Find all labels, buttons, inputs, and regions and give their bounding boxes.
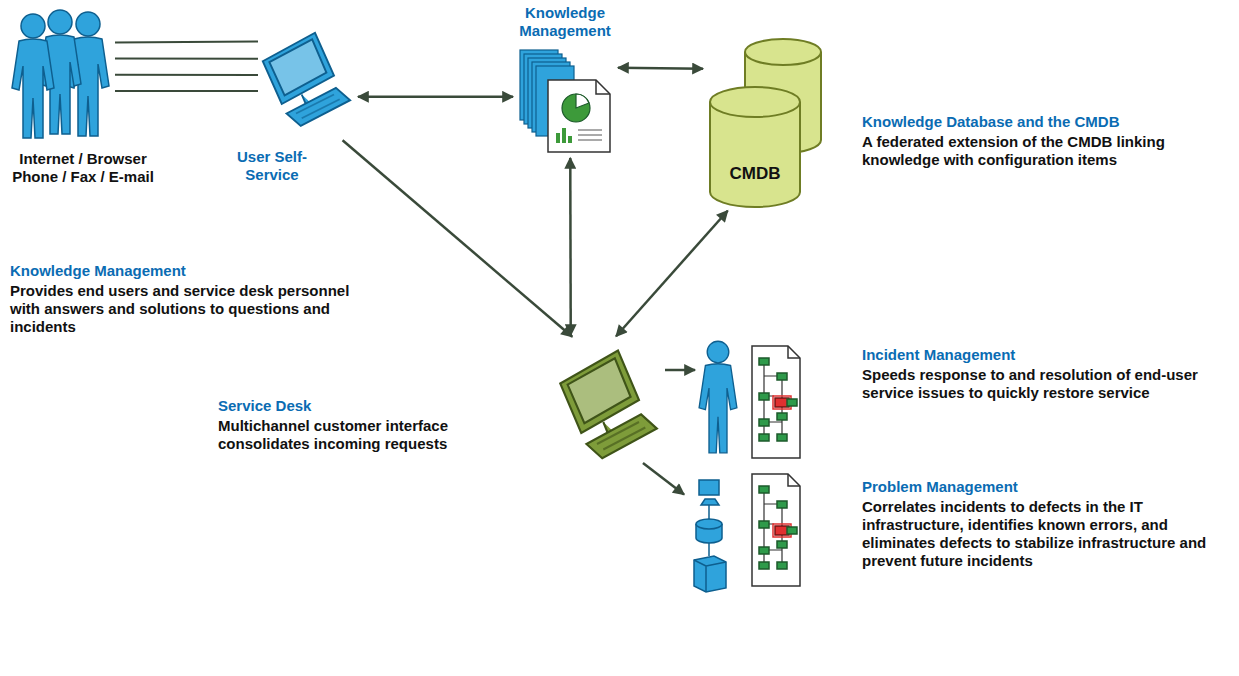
problem-icon-part bbox=[701, 499, 719, 505]
knowledge-documents-part bbox=[568, 136, 572, 143]
problem-icon-part bbox=[696, 519, 722, 529]
knowledge-documents-part bbox=[596, 80, 610, 94]
node-heading: User Self-Service bbox=[222, 148, 322, 184]
section-description: Provides end users and service desk pers… bbox=[10, 282, 350, 336]
knowledge-documents-part bbox=[578, 130, 602, 140]
node-heading: Knowledge Management bbox=[498, 4, 632, 40]
problem-icon-part bbox=[694, 560, 726, 592]
problem-icon bbox=[694, 474, 800, 592]
database-cylinders-part bbox=[745, 39, 821, 65]
node-heading: Problem Management bbox=[862, 478, 1217, 496]
connector bbox=[343, 140, 573, 336]
service-desk-node: Service DeskMultichannel customer interf… bbox=[555, 340, 660, 460]
knowledge-node: Knowledge Management bbox=[518, 45, 613, 153]
connector bbox=[665, 369, 695, 372]
users-icon-part bbox=[12, 14, 54, 138]
node-description: A federated extension of the CMDB linkin… bbox=[862, 133, 1234, 169]
connector bbox=[618, 66, 703, 69]
node-description: Multichannel customer interface consolid… bbox=[218, 417, 518, 453]
incident-icon-part bbox=[699, 341, 737, 453]
self-service-node: User Self-Service bbox=[258, 22, 353, 137]
database-cylinders bbox=[710, 39, 821, 207]
self-service-computer-part bbox=[263, 33, 350, 126]
knowledge-documents bbox=[520, 50, 610, 152]
node-heading: Knowledge Database and the CMDB bbox=[862, 113, 1234, 131]
knowledge-documents-part bbox=[562, 94, 590, 122]
knowledge-documents-part bbox=[556, 133, 560, 143]
problem-node: Problem ManagementCorrelates incidents t… bbox=[688, 474, 803, 592]
connector bbox=[115, 42, 258, 91]
knowledge-documents-part bbox=[576, 94, 589, 108]
knowledge-documents-part bbox=[548, 80, 610, 152]
self-service-computer bbox=[263, 33, 350, 126]
knowledge-documents-part bbox=[562, 128, 566, 143]
problem-icon-part bbox=[699, 480, 719, 495]
connector bbox=[358, 96, 513, 99]
connector bbox=[616, 211, 728, 337]
node-heading: Incident Management bbox=[862, 346, 1207, 364]
node-description: Correlates incidents to defects in the I… bbox=[862, 498, 1217, 570]
connector bbox=[569, 158, 572, 335]
user-group: Internet / Browser Phone / Fax / E-mail bbox=[10, 10, 115, 145]
incident-icon-part bbox=[752, 346, 800, 458]
connector bbox=[643, 463, 684, 495]
problem-icon-part bbox=[752, 474, 800, 586]
node-heading: Service Desk bbox=[218, 397, 518, 415]
service-desk-computer bbox=[560, 351, 657, 459]
incident-icon bbox=[699, 341, 800, 458]
section-heading: Knowledge Management bbox=[10, 262, 350, 280]
users-icon bbox=[12, 10, 109, 138]
channel-list: Internet / Browser Phone / Fax / E-mail bbox=[8, 150, 158, 186]
service-desk-computer-part bbox=[560, 351, 657, 459]
database-cylinders-part bbox=[710, 87, 800, 117]
cmdb-node: CMDBKnowledge Database and the CMDBA fed… bbox=[708, 32, 823, 207]
incident-node: Incident ManagementSpeeds response to an… bbox=[700, 338, 802, 463]
problem-icon-part bbox=[694, 556, 726, 592]
cylinder-label: CMDB bbox=[715, 164, 795, 184]
node-description: Speeds response to and resolution of end… bbox=[862, 366, 1207, 402]
